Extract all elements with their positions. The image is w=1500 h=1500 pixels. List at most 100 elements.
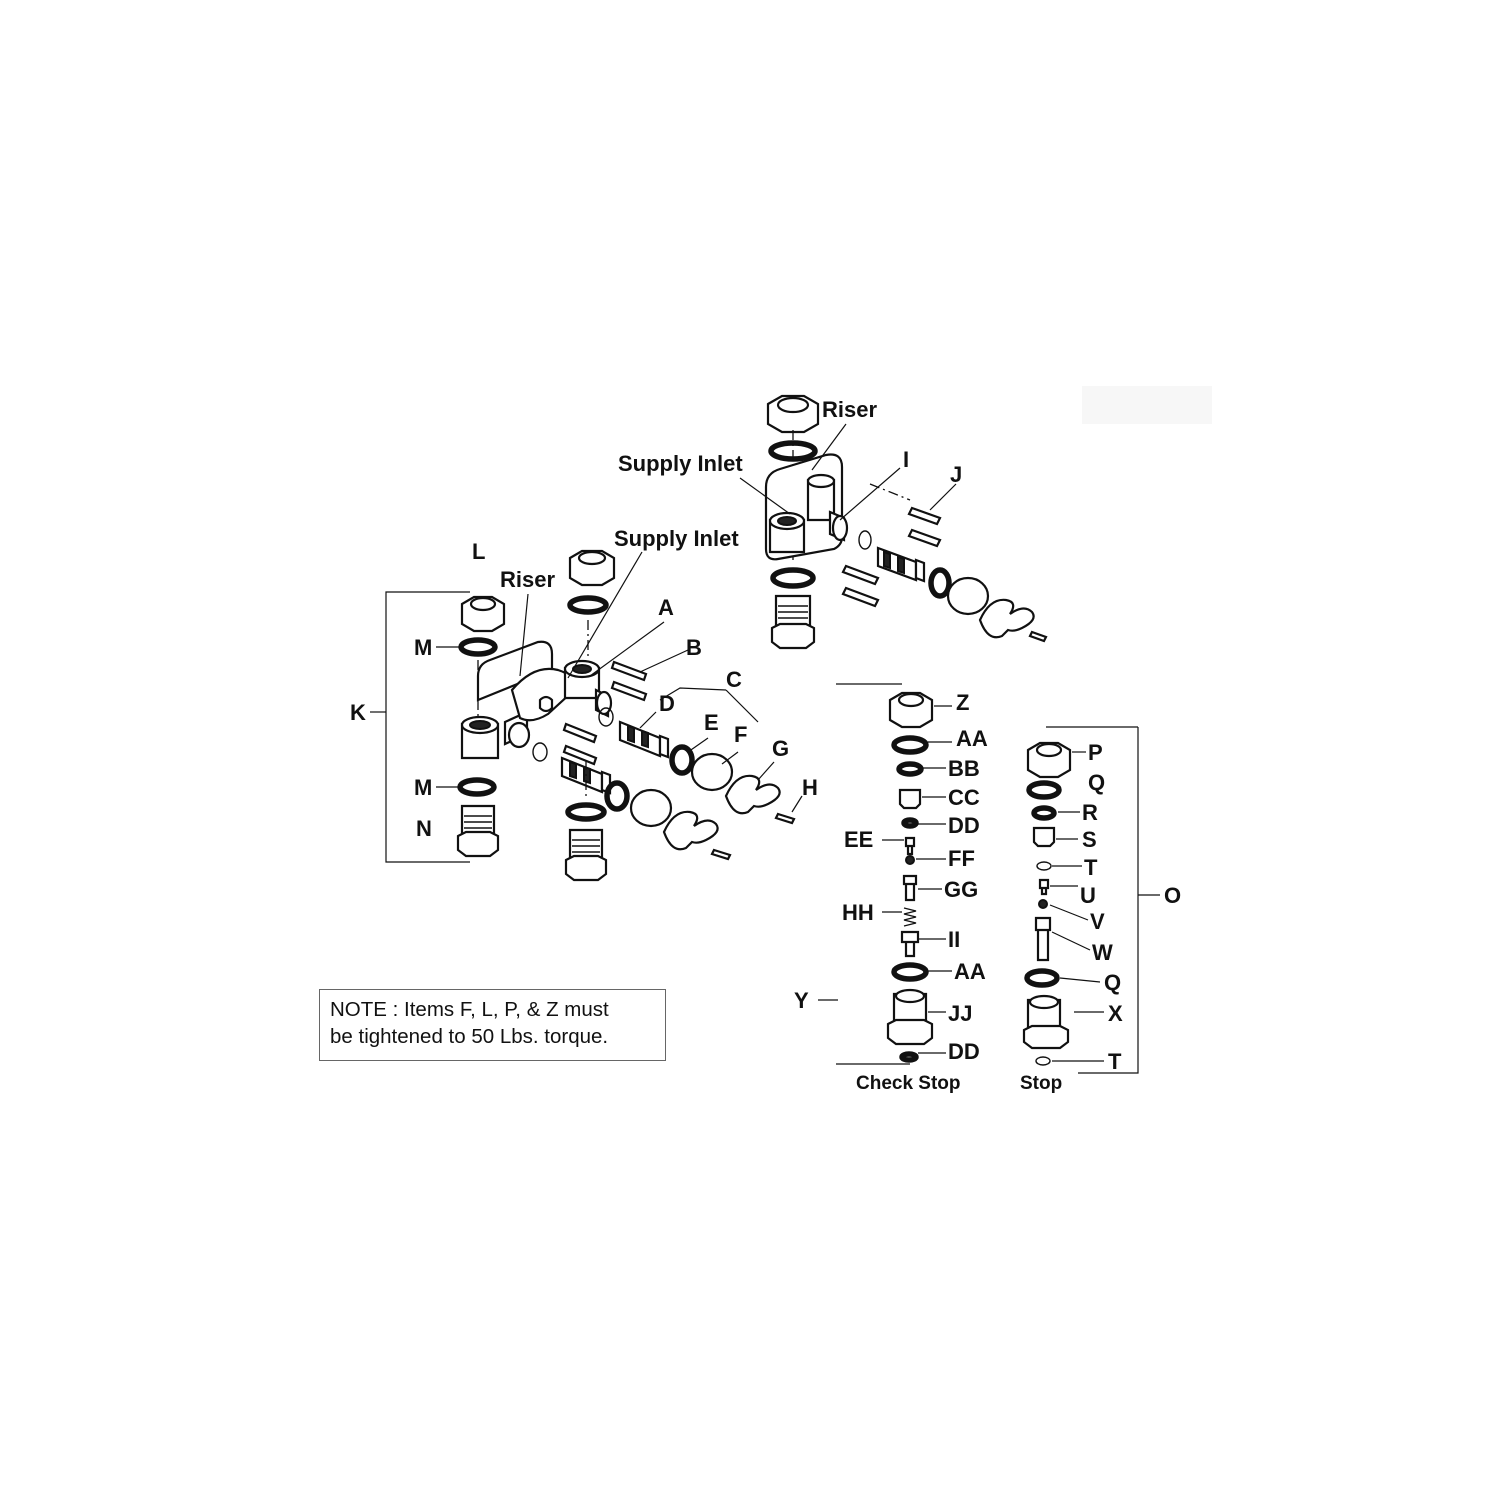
top-inlet-fitting xyxy=(770,594,816,650)
label-f: F xyxy=(734,722,747,747)
u-pin xyxy=(1038,878,1050,896)
label-o: O xyxy=(1164,883,1181,908)
gg-stem xyxy=(902,874,918,902)
label-ii: II xyxy=(948,927,960,952)
q-washer-top xyxy=(1026,780,1062,800)
label-j: J xyxy=(950,462,962,487)
w-stem xyxy=(1034,916,1052,962)
label-aa-top: AA xyxy=(956,726,988,751)
top-lower-gasket xyxy=(770,567,816,589)
ee-pin xyxy=(904,836,916,856)
ii-poppet xyxy=(900,930,920,958)
top-valve-body xyxy=(768,473,849,554)
label-supply-inlet-top: Supply Inlet xyxy=(618,451,743,476)
label-q-top: Q xyxy=(1088,770,1105,795)
label-w: W xyxy=(1092,940,1113,965)
left-lower-washer xyxy=(565,802,607,822)
label-v: V xyxy=(1090,909,1105,934)
label-d: D xyxy=(659,691,675,716)
upper-bonnet-f xyxy=(690,752,734,792)
jj-check-stop-body xyxy=(886,988,934,1046)
faint-logo-watermark xyxy=(1082,386,1212,424)
label-m-bottom: M xyxy=(414,775,432,800)
label-h: H xyxy=(802,775,818,800)
r-ring xyxy=(1031,805,1057,821)
top-handle-screw xyxy=(1028,630,1048,643)
hh-spring xyxy=(903,907,917,927)
z-hex-nut xyxy=(888,691,934,729)
label-b: B xyxy=(686,635,702,660)
upper-cartridge-d xyxy=(618,720,670,759)
top-small-washer xyxy=(858,530,872,550)
label-i: I xyxy=(903,447,909,472)
lower-small-washer xyxy=(532,742,548,762)
top-screws-j xyxy=(841,506,942,608)
label-e: E xyxy=(704,710,719,735)
aa-washer-top xyxy=(891,735,929,755)
lower-handle-screw xyxy=(710,848,732,861)
label-z: Z xyxy=(956,690,969,715)
label-riser-top: Riser xyxy=(822,397,877,422)
top-o-ring xyxy=(928,567,952,599)
note-line-2: be tightened to 50 Lbs. torque. xyxy=(330,1025,609,1048)
label-t-top: T xyxy=(1084,855,1098,880)
label-c: C xyxy=(726,667,742,692)
upper-handle-g xyxy=(724,774,781,815)
stop-stack xyxy=(1022,726,1160,1074)
check-stop-stack xyxy=(818,683,952,1065)
top-valve-assembly xyxy=(739,394,1048,650)
callout-labels: Riser Supply Inlet I J Supply Inlet L Ri… xyxy=(350,397,1181,1094)
label-aa-bottom: AA xyxy=(954,959,986,984)
note-line-1: NOTE : Items F, L, P, & Z must xyxy=(330,998,609,1021)
label-gg: GG xyxy=(944,877,978,902)
upper-o-ring-e xyxy=(669,744,695,776)
label-cc: CC xyxy=(948,785,980,810)
left-riser-plate xyxy=(476,640,554,702)
label-x: X xyxy=(1108,1001,1123,1026)
label-g: G xyxy=(772,736,789,761)
label-k: K xyxy=(350,700,366,725)
cc-sleeve xyxy=(898,788,922,810)
top-handle xyxy=(978,598,1035,639)
left-upper-hex-nut xyxy=(568,549,616,587)
label-bb: BB xyxy=(948,756,980,781)
label-t-bottom: T xyxy=(1108,1049,1122,1074)
label-jj: JJ xyxy=(948,1001,972,1026)
left-lower-inlet-fitting xyxy=(564,828,608,882)
label-l: L xyxy=(472,539,485,564)
bb-ring xyxy=(896,761,924,777)
upper-small-washer xyxy=(598,707,614,727)
b-screws xyxy=(562,660,648,766)
label-p: P xyxy=(1088,740,1103,765)
n-inlet-fitting xyxy=(456,804,500,858)
label-q-bottom: Q xyxy=(1104,970,1121,995)
p-hex-nut xyxy=(1026,741,1072,779)
l-hex-nut xyxy=(460,595,506,633)
label-dd-top: DD xyxy=(948,813,980,838)
lower-bonnet xyxy=(629,788,673,828)
label-m-top: M xyxy=(414,635,432,660)
x-stop-body xyxy=(1022,994,1070,1050)
label-supply-inlet-left: Supply Inlet xyxy=(614,526,739,551)
left-manifold-body xyxy=(460,659,613,760)
label-r: R xyxy=(1082,800,1098,825)
label-riser-left: Riser xyxy=(500,567,555,592)
left-upper-washer xyxy=(567,595,609,615)
top-hex-nut xyxy=(766,394,820,434)
label-dd-bottom: DD xyxy=(948,1039,980,1064)
v-ball xyxy=(1038,899,1048,909)
ff-ball xyxy=(905,855,915,865)
upper-screw-h xyxy=(774,812,796,825)
label-u: U xyxy=(1080,883,1096,908)
label-n: N xyxy=(416,816,432,841)
left-valve-assembly xyxy=(370,549,803,882)
aa-washer-bottom xyxy=(891,962,929,982)
lower-handle xyxy=(662,810,719,851)
label-ff: FF xyxy=(948,846,975,871)
t-ring-top xyxy=(1036,861,1052,871)
caption-check-stop: Check Stop xyxy=(856,1073,961,1094)
q-washer-bottom xyxy=(1024,968,1060,988)
m-washer-top xyxy=(458,637,498,657)
label-a: A xyxy=(658,595,674,620)
